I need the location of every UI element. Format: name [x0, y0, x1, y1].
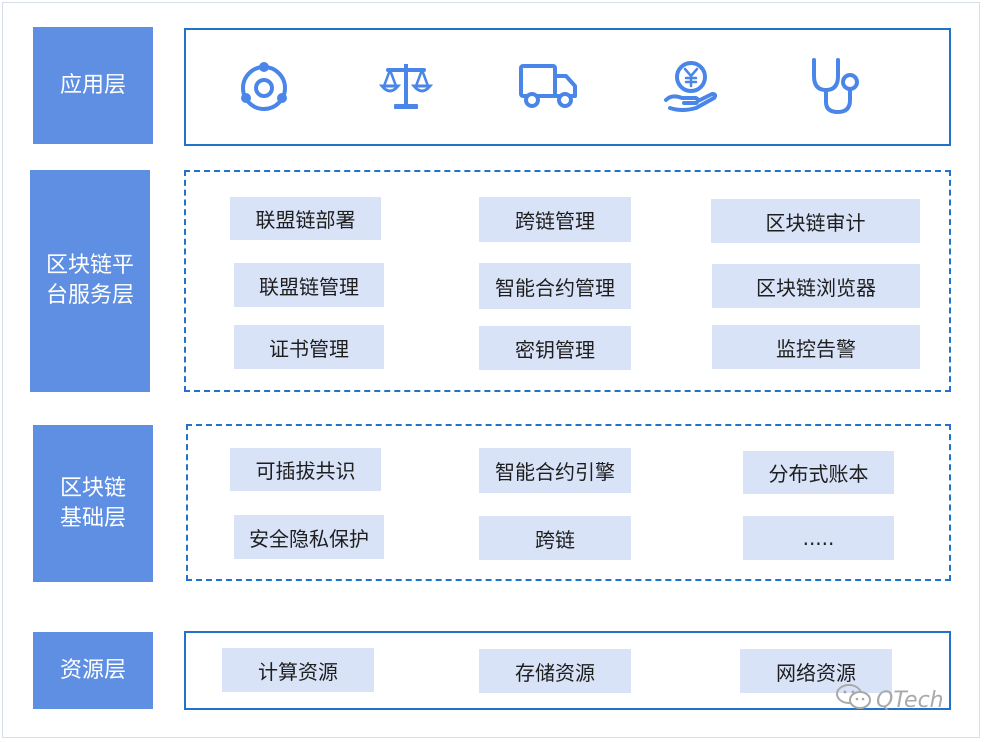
resource-module: 存储资源 [479, 649, 631, 693]
base-module: 安全隐私保护 [234, 515, 384, 559]
base-module: 智能合约引擎 [479, 448, 631, 493]
resource-module: 计算资源 [222, 648, 374, 692]
base-module: 可插拔共识 [230, 448, 381, 491]
truck-icon [518, 62, 580, 110]
satellite-orbit-icon [236, 60, 292, 116]
layer-label-base: 区块链基础层 [33, 425, 153, 582]
yuan-coin-hand-icon [662, 58, 720, 116]
base-module: 分布式账本 [743, 451, 894, 494]
platform-module: 联盟链管理 [234, 263, 384, 307]
layer-label-base-text: 区块链基础层 [59, 475, 126, 531]
platform-module: 联盟链部署 [230, 197, 381, 240]
watermark: QTech [836, 683, 944, 717]
layer-label-platform: 区块链平台服务层 [30, 170, 150, 392]
base-module: 跨链 [479, 516, 631, 560]
resource-module: 网络资源 [740, 649, 892, 693]
base-module: ..... [743, 516, 894, 560]
platform-module: 监控告警 [712, 325, 920, 369]
layer-label-platform-text: 区块链平台服务层 [45, 253, 134, 308]
wechat-icon [836, 683, 872, 717]
stethoscope-icon [808, 56, 860, 116]
app-panel [184, 28, 951, 146]
platform-module: 智能合约管理 [479, 263, 631, 309]
platform-module: 跨链管理 [479, 197, 631, 242]
platform-module: 证书管理 [234, 325, 384, 369]
platform-module: 区块链浏览器 [712, 264, 920, 308]
layer-label-app: 应用层 [33, 27, 153, 144]
watermark-text: QTech [876, 687, 944, 713]
platform-module: 区块链审计 [711, 199, 920, 243]
platform-module: 密钥管理 [479, 326, 631, 370]
layer-label-resource: 资源层 [33, 632, 153, 709]
scales-icon [378, 58, 434, 114]
